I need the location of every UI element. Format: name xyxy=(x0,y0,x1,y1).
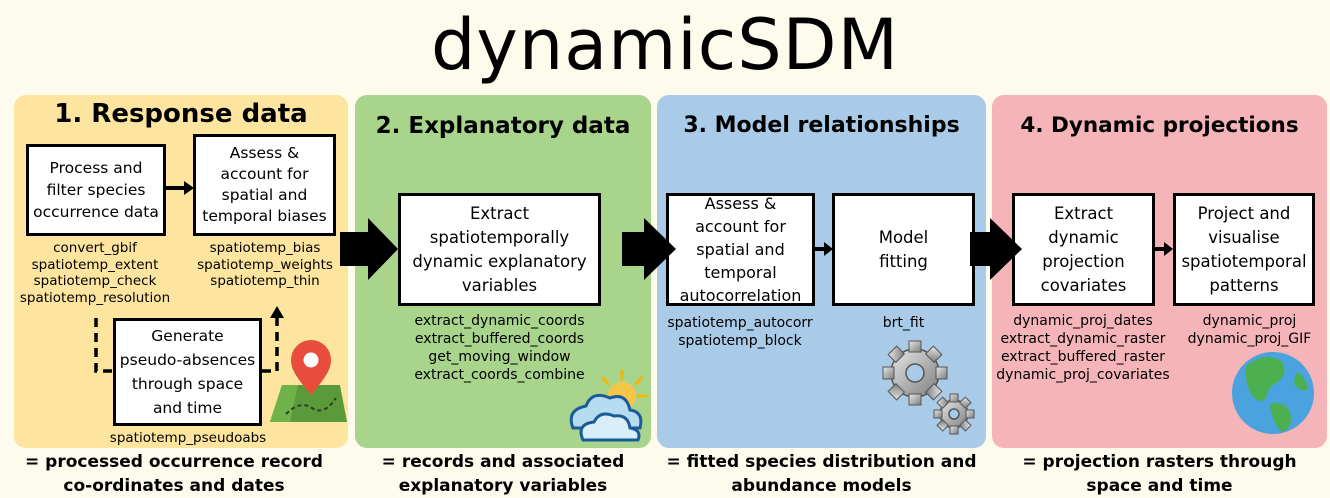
process-function-list: convert_gbif spatiotemp_extent spatiotem… xyxy=(10,240,180,306)
function-label: brt_fit xyxy=(882,315,925,331)
function-label: extract_dynamic_raster xyxy=(1000,331,1166,347)
small-arrow-process-assess xyxy=(166,181,194,195)
function-label: spatiotemp_autocorr xyxy=(667,315,813,331)
assess-function-list: spatiotemp_bias spatiotemp_weights spati… xyxy=(184,240,346,290)
function-label: dynamic_proj xyxy=(1202,313,1297,329)
globe-icon xyxy=(1232,352,1314,434)
result-line: space and time xyxy=(1086,476,1233,496)
big-arrow-2 xyxy=(622,218,676,280)
result-line: = projection rasters through xyxy=(1022,452,1297,472)
small-arrow-covariates-project xyxy=(1155,242,1173,256)
result-line: = records and associated xyxy=(381,452,625,472)
result-line: explanatory variables xyxy=(398,476,608,496)
function-label: dynamic_proj_GIF xyxy=(1187,331,1312,347)
result-line: = fitted species distribution and xyxy=(666,452,977,472)
extract-function-list: extract_dynamic_coords extract_buffered_… xyxy=(392,312,607,384)
diagram-title: dynamicSDM xyxy=(431,4,899,86)
pseudoabs-function-list: spatiotemp_pseudoabs xyxy=(100,430,276,447)
function-label: get_moving_window xyxy=(428,349,571,365)
panel-heading-model: 3. Model relationships xyxy=(683,113,960,138)
result-line: abundance models xyxy=(731,476,912,496)
panel-heading-explanatory: 2. Explanatory data xyxy=(375,113,631,139)
panel-heading-response: 1. Response data xyxy=(54,99,308,129)
panel-heading-projections: 4. Dynamic projections xyxy=(1020,113,1299,138)
small-arrow-autocorr-fit xyxy=(815,242,833,256)
function-label: convert_gbif xyxy=(53,240,137,256)
assess-biases-box: Assess & account for spatial and tempora… xyxy=(193,134,336,236)
function-label: extract_coords_combine xyxy=(414,367,585,383)
function-label: dynamic_proj_covariates xyxy=(996,367,1170,383)
function-label: spatiotemp_check xyxy=(33,273,157,289)
function-label: spatiotemp_block xyxy=(678,333,802,349)
covariates-function-list: dynamic_proj_dates extract_dynamic_raste… xyxy=(994,312,1172,384)
big-arrow-3 xyxy=(970,218,1022,280)
function-label: dynamic_proj_dates xyxy=(1013,313,1153,329)
function-label: spatiotemp_extent xyxy=(31,256,159,273)
project-visualise-box: Project and visualise spatiotemporal pat… xyxy=(1173,193,1315,306)
result-response: = processed occurrence record co-ordinat… xyxy=(0,450,348,498)
result-model: = fitted species distribution and abunda… xyxy=(657,450,986,498)
dashed-connector-right xyxy=(262,306,284,373)
function-label: extract_dynamic_coords xyxy=(414,313,585,329)
pseudo-absences-box: Generate pseudo-absences through space a… xyxy=(113,318,262,426)
gears-icon xyxy=(882,340,975,435)
model-fitting-box: Model fitting xyxy=(832,193,975,306)
big-arrow-1 xyxy=(340,218,398,280)
result-line: = processed occurrence record xyxy=(25,452,323,472)
extract-covariates-box: Extract dynamic projection covariates xyxy=(1012,193,1155,306)
project-function-list: dynamic_proj dynamic_proj_GIF xyxy=(1172,312,1327,348)
result-explanatory: = records and associated explanatory var… xyxy=(355,450,651,498)
function-label: spatiotemp_thin xyxy=(210,273,320,289)
function-label: spatiotemp_weights xyxy=(197,256,333,273)
map-pin-icon xyxy=(270,340,347,422)
result-line: co-ordinates and dates xyxy=(63,476,285,496)
extract-explanatory-box: Extract spatiotemporally dynamic explana… xyxy=(398,193,601,306)
function-label: spatiotemp_bias xyxy=(209,240,321,256)
function-label: spatiotemp_resolution xyxy=(19,289,171,306)
function-label: extract_buffered_raster xyxy=(1000,349,1166,365)
function-label: extract_buffered_coords xyxy=(414,331,585,347)
weather-icon xyxy=(569,369,648,442)
process-filter-box: Process and filter species occurrence da… xyxy=(26,144,166,236)
dashed-connector-left xyxy=(94,318,113,373)
result-projections: = projection rasters through space and t… xyxy=(992,450,1327,498)
fit-function-list: brt_fit xyxy=(832,314,975,332)
autocorr-function-list: spatiotemp_autocorr spatiotemp_block xyxy=(660,314,820,350)
function-label: spatiotemp_pseudoabs xyxy=(109,430,267,446)
